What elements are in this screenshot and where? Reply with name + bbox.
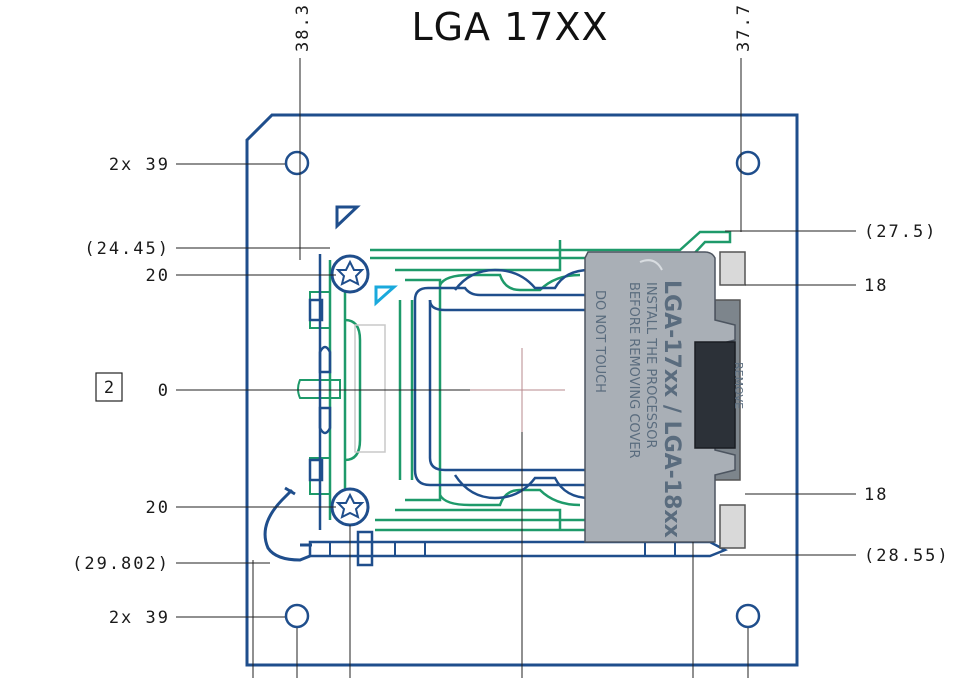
dim-ref-28: (28.55) — [864, 546, 950, 566]
dim-hole-bottom: 2x 39 — [109, 608, 170, 628]
dim-top-left: 38.3 — [293, 3, 313, 52]
mount-hole-bottom-left — [284, 603, 310, 629]
orientation-triangle-icon — [335, 205, 361, 230]
drawing-title: LGA 17XX — [411, 5, 608, 49]
dim-top-right: 37.7 — [734, 3, 754, 52]
dim-ref-24: (24.45) — [84, 239, 170, 259]
dim-ref-27: (27.5) — [864, 222, 937, 242]
load-lever — [263, 488, 311, 562]
protective-cover: LGA-17xx / LGA-18xx INSTALL THE PROCESSO… — [584, 251, 745, 543]
screw-bottom-icon — [330, 487, 370, 527]
mount-hole-top-left — [284, 150, 310, 176]
pin1-triangle-icon — [374, 285, 398, 307]
dim-zero: 0 — [158, 381, 170, 401]
vertical-extension-lines — [252, 58, 749, 678]
dim-screw-top: 20 — [146, 266, 170, 286]
cover-line-3: DO NOT TOUCH — [592, 290, 607, 393]
datum-label: 2 — [104, 378, 114, 398]
socket-body — [413, 268, 591, 500]
mount-hole-top-right — [735, 150, 761, 176]
cover-grip-tab — [694, 341, 736, 449]
left-retention-column — [308, 254, 386, 530]
center-crosshair — [470, 348, 565, 432]
dim-ref-29: (29.802) — [72, 554, 170, 574]
dim-clip-bottom: 18 — [864, 485, 888, 505]
cover-remove-label: REMOVE — [732, 362, 745, 409]
dim-clip-top: 18 — [864, 276, 888, 296]
cover-line-1: INSTALL THE PROCESSOR — [643, 282, 658, 448]
load-lever-tip — [284, 486, 312, 547]
dim-hole-top: 2x 39 — [109, 155, 170, 175]
screw-top-icon — [330, 254, 370, 294]
dim-screw-bottom: 20 — [146, 498, 170, 518]
cover-model-label: LGA-17xx / LGA-18xx — [659, 280, 684, 538]
datum-box — [95, 372, 123, 402]
cover-line-2: BEFORE REMOVING COVER — [626, 282, 641, 459]
mount-hole-bottom-right — [735, 603, 761, 629]
backplate-outline — [245, 113, 799, 667]
horizontal-leader-lines — [176, 163, 856, 618]
